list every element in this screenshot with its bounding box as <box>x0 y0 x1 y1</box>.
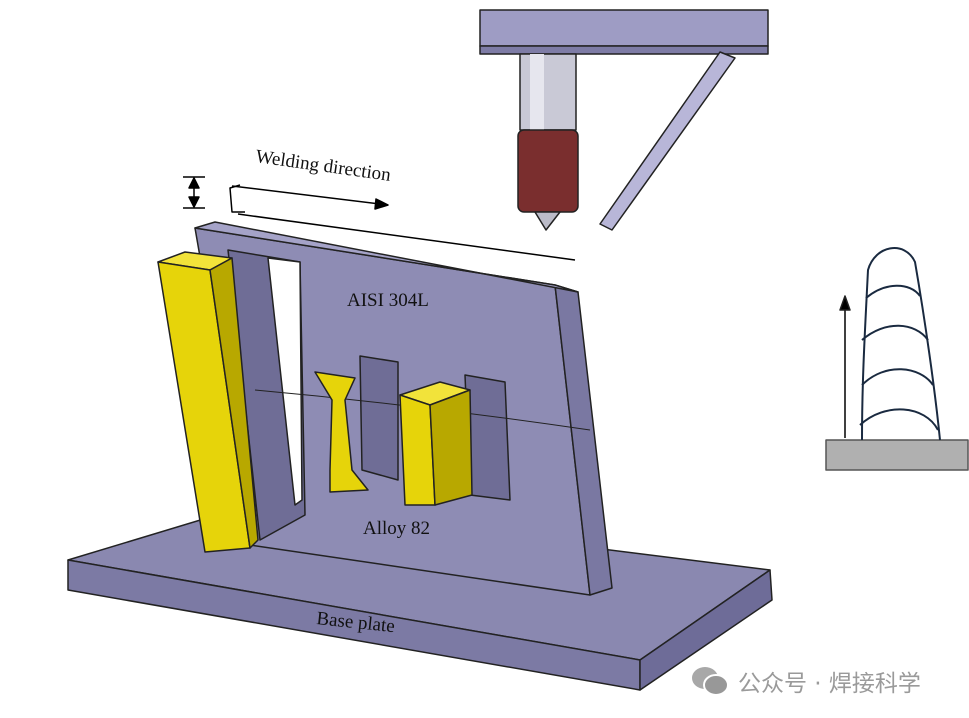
welding-direction-arrow <box>229 184 576 261</box>
yellow-bar-right <box>399 381 473 506</box>
deposition-inset <box>825 247 969 471</box>
label-aisi-304l: AISI 304L <box>347 290 429 311</box>
watermark-text: 公众号 · 焊接科学 <box>738 671 921 697</box>
welding-torch <box>479 9 769 231</box>
label-welding-direction: Welding direction <box>254 146 392 186</box>
height-arrow <box>183 176 205 209</box>
wechat-icon <box>692 667 729 696</box>
label-alloy-82: Alloy 82 <box>363 518 430 539</box>
yellow-bar-left <box>157 251 259 553</box>
i-shaped-specimen <box>314 371 369 493</box>
watermark: 公众号 · 焊接科学 <box>690 664 921 698</box>
